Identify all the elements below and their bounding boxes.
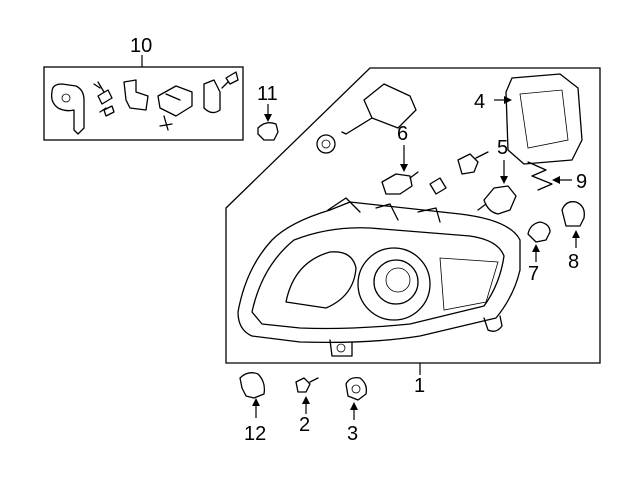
leveling-motor: [363, 83, 417, 129]
callout-7: 7: [528, 263, 539, 285]
headlamp-housing: [237, 197, 521, 357]
elbow-12-group: [239, 372, 266, 418]
callout-9: 9: [576, 171, 587, 193]
seal-ring-inner: [321, 139, 331, 149]
callout-11: 11: [257, 83, 278, 105]
projector-lens-core: [385, 267, 411, 293]
socket-8-group: [561, 201, 585, 248]
projector-lens-inner: [373, 259, 419, 305]
headlamp-assembly-outline: [225, 67, 601, 364]
small-signal-bulb: [527, 221, 551, 243]
bulb-6-group: [381, 145, 419, 195]
retainer-clip: [527, 161, 553, 191]
callout-2: 2: [299, 414, 310, 436]
mounting-tab-right: [483, 315, 503, 332]
arrow-11: [264, 114, 272, 122]
callout-10: 10: [130, 35, 152, 57]
screw-d: [221, 71, 239, 89]
leveling-motor-shaft: [341, 117, 373, 135]
grommet: [345, 376, 368, 401]
arrow-12: [252, 398, 260, 406]
bolt-2-group: [295, 377, 319, 414]
arrow-4: [504, 96, 512, 104]
hid-bulb: [381, 171, 419, 195]
retainer-clip-group: [527, 161, 572, 191]
headlamp-inner-bezel: [251, 227, 505, 330]
hardware-kit-group: [43, 55, 244, 141]
arrow-2: [302, 396, 310, 404]
arrow-5: [500, 176, 508, 184]
wedge-bulb: [429, 177, 447, 195]
callout-5: 5: [497, 137, 508, 159]
grommet-3-group: [345, 376, 368, 420]
leveling-motor-group: [316, 83, 417, 154]
ballast-module-group: [494, 73, 583, 165]
screw-small: [99, 105, 115, 117]
ballast-inner-frame: [519, 89, 569, 149]
projector-lens-outer: [357, 247, 431, 321]
callout-4: 4: [474, 91, 485, 113]
mounting-bracket: [50, 83, 85, 135]
callout-3: 3: [347, 423, 358, 445]
arrow-7: [532, 244, 540, 252]
ballast-module: [505, 73, 583, 165]
clip-b: [157, 85, 193, 117]
housing-top-tabs: [327, 197, 441, 223]
socket-bulb: [457, 151, 489, 175]
seal-ring-outer: [316, 134, 336, 154]
callout-1: 1: [414, 375, 425, 397]
bolt: [295, 377, 319, 393]
headlamp-lens-outline: [237, 201, 521, 344]
clip-a: [123, 79, 149, 111]
mounting-tab-hole: [336, 343, 346, 353]
bulb-5-group: [477, 160, 517, 215]
arrow-3: [350, 402, 358, 410]
bulb-7-group: [527, 221, 551, 262]
callout-12: 12: [244, 423, 266, 445]
plug-cap: [257, 122, 279, 141]
halogen-bulb-h7: [477, 185, 517, 215]
arrow-8: [572, 230, 580, 238]
mounting-tab-bottom: [329, 339, 353, 357]
bracket-hole: [61, 93, 71, 103]
clip-c: [203, 79, 221, 114]
arrow-6: [400, 164, 408, 172]
bulb-socket: [561, 201, 585, 227]
callout-6: 6: [397, 123, 408, 145]
screw-c: [159, 115, 173, 131]
small-bulbs-group: [429, 151, 489, 195]
hardware-kit-box: [43, 66, 244, 141]
screw-large: [93, 81, 113, 105]
arrow-9: [552, 176, 560, 184]
plug-11-group: [257, 104, 279, 141]
grommet-hole: [351, 384, 361, 394]
reflector-left: [285, 251, 357, 309]
reflector-right: [439, 257, 499, 311]
elbow-connector: [239, 372, 266, 399]
callout-8: 8: [568, 251, 579, 273]
